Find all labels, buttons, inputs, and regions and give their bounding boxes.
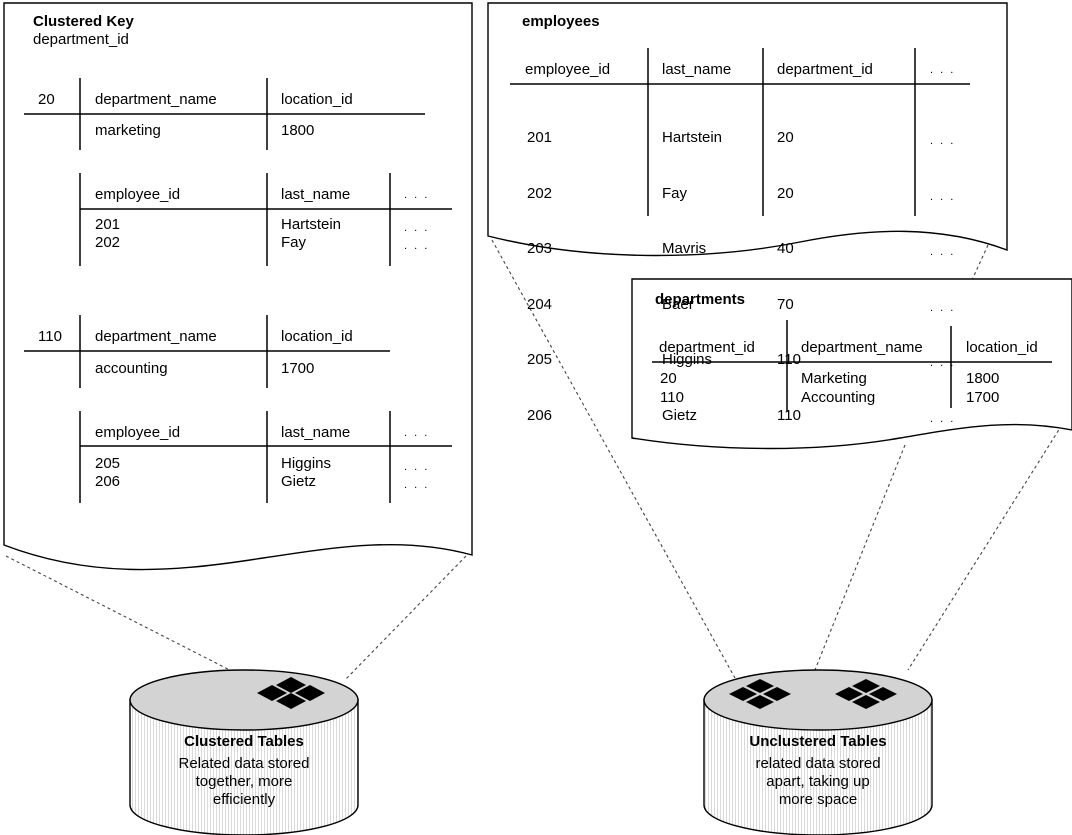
more-values-ellipsis: . . . — [930, 246, 956, 258]
more-columns-ellipsis: . . . — [404, 189, 430, 201]
column-header: employee_id — [95, 186, 181, 203]
cell-value: Fay — [281, 234, 307, 251]
projection-lines — [5, 239, 1066, 689]
department-id-column: 20 20 40 70 110 110 — [777, 92, 801, 462]
cell-value: 20 — [777, 184, 794, 202]
cell-value: 1700 — [281, 360, 315, 377]
cell-value: 202 — [527, 184, 553, 202]
cell-value: 203 — [527, 240, 553, 257]
column-header: department_name — [801, 339, 923, 356]
more-columns-ellipsis: . . . — [930, 64, 956, 76]
cell-value: Higgins — [662, 351, 713, 368]
more-values-ellipsis: . . . — [930, 301, 956, 314]
clustered-tables-caption: Clustered Tables Related data stored tog… — [134, 733, 354, 809]
more-columns-ellipsis: . . . — [404, 427, 430, 439]
employees-table-rules — [510, 48, 970, 216]
column-header: employee_id — [95, 424, 181, 441]
more-values-ellipsis: . . . — [930, 357, 956, 369]
cluster-key-value: 110 — [38, 328, 62, 345]
cell-value: 20 — [660, 370, 677, 387]
caption-line: apart, taking up — [766, 773, 870, 790]
employee-id-column: 201 202 203 204 205 206 — [527, 92, 552, 462]
cell-value: Fay — [662, 184, 688, 202]
caption-line: related data stored — [755, 755, 881, 772]
cell-value: 1700 — [966, 389, 1000, 406]
column-header: department_name — [95, 91, 217, 108]
cell-value: 70 — [777, 295, 794, 313]
cell-value: accounting — [95, 360, 168, 377]
cell-value: 205 — [527, 351, 553, 368]
unclustered-tables-title: Unclustered Tables — [749, 733, 887, 750]
cell-value: 110 — [777, 406, 801, 424]
more-values-ellipsis: . . . — [404, 479, 430, 491]
unclustered-block-icon-left — [729, 679, 791, 709]
cell-value: Mavris — [662, 240, 707, 257]
cell-value: Baer — [662, 295, 694, 313]
cluster-key-value: 20 — [38, 91, 55, 108]
cell-value: marketing — [95, 122, 161, 139]
caption-line: Related data stored — [178, 755, 310, 772]
clustered-block-icon — [257, 677, 325, 709]
more-values-ellipsis: . . . — [930, 412, 956, 425]
employees-page — [487, 2, 1008, 257]
column-header: last_name — [662, 61, 732, 78]
cell-value: 40 — [777, 240, 794, 257]
unclustered-block-icon-right — [835, 679, 897, 709]
caption-line: efficiently — [212, 791, 276, 808]
cell-value: Hartstein — [662, 129, 723, 146]
column-header: last_name — [281, 186, 351, 203]
departments-table-rules — [652, 320, 1052, 412]
clustered-table-rules — [24, 78, 452, 503]
cell-value: 204 — [527, 295, 553, 313]
clustered-tables-title: Clustered Tables — [184, 733, 304, 750]
departments-page — [631, 278, 1072, 450]
cell-value: 202 — [95, 234, 121, 251]
cell-value: 201 — [527, 129, 553, 146]
cell-value: 1800 — [281, 122, 315, 139]
cell-value: 205 — [95, 455, 121, 472]
more-column: . . . . . . . . . . . . . . . . . . — [930, 95, 955, 465]
caption-line: more space — [778, 791, 858, 808]
more-values-ellipsis: . . . — [404, 240, 430, 252]
cell-value: Gietz — [662, 406, 698, 424]
clustered-key-column: department_id — [33, 31, 129, 48]
cell-value: 20 — [777, 129, 794, 146]
more-values-ellipsis: . . . — [930, 135, 956, 147]
column-header: location_id — [281, 328, 353, 345]
cell-value: 1800 — [966, 370, 1000, 387]
caption-line: together, more — [195, 773, 293, 790]
unclustered-tables-caption: Unclustered Tables related data stored a… — [708, 733, 928, 809]
clustered-key-page — [3, 2, 473, 571]
cell-value: Accounting — [801, 389, 876, 406]
clustered-page-title: Clustered Key — [33, 13, 134, 30]
column-header: location_id — [281, 91, 353, 108]
more-values-ellipsis: . . . — [404, 461, 430, 473]
column-header: department_id — [659, 339, 755, 356]
cell-value: Hartstein — [281, 216, 342, 233]
cell-value: Gietz — [281, 473, 317, 490]
more-values-ellipsis: . . . — [404, 222, 430, 234]
more-values-ellipsis: . . . — [930, 190, 956, 203]
cell-value: 206 — [95, 473, 121, 490]
column-header: location_id — [966, 339, 1038, 356]
column-header: department_id — [777, 61, 873, 78]
column-header: last_name — [281, 424, 351, 441]
employees-page-title: employees — [522, 13, 600, 30]
column-header: employee_id — [525, 61, 611, 78]
cell-value: 110 — [777, 351, 801, 368]
departments-page-title: departments — [655, 291, 746, 308]
cell-value: Higgins — [281, 455, 332, 472]
last-name-column: Hartstein Fay Mavris Baer Higgins Gietz — [662, 92, 722, 462]
cell-value: 110 — [660, 389, 684, 406]
cell-value: 201 — [95, 216, 121, 233]
cell-value: Marketing — [801, 370, 867, 387]
cell-value: 206 — [527, 406, 553, 424]
column-header: department_name — [95, 328, 217, 345]
